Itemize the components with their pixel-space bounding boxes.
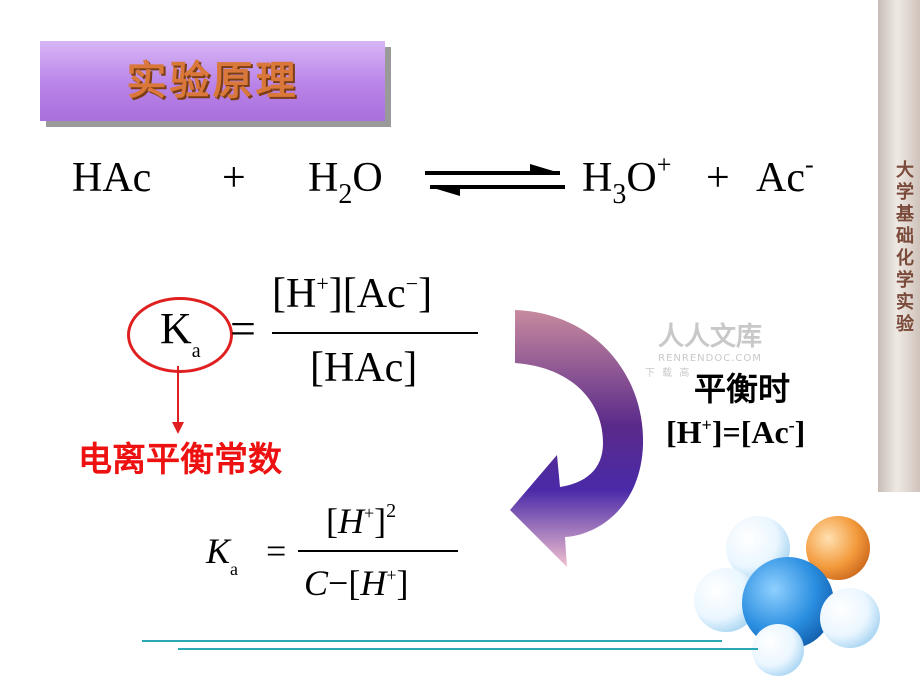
curved-arrow-icon <box>510 310 644 567</box>
plus-sign-2: + <box>706 155 730 201</box>
reactant-water: H2O <box>308 155 383 210</box>
product-acetate: Ac- <box>756 150 814 201</box>
ka2-equals: = <box>266 531 287 571</box>
ka-denominator: [HAc] <box>310 345 418 391</box>
molecule-model-icon <box>694 516 880 676</box>
ka-equals: = <box>230 303 256 354</box>
title-banner <box>40 41 385 121</box>
ka-fraction-bar <box>272 332 478 334</box>
reactant-hac: HAc <box>72 155 152 201</box>
slide-title: 实验原理 <box>126 58 299 104</box>
ka-numerator: [H+][Ac−] <box>272 271 433 317</box>
equilibrium-arrows-icon <box>425 164 565 196</box>
side-decoration-strip <box>878 0 920 492</box>
bottom-rule-2 <box>178 648 758 650</box>
equilibrium-condition: [H+]=[Ac-] <box>666 414 806 450</box>
ka2-numerator: [H+]2 <box>326 500 397 541</box>
side-label: 大学基础化学实验 <box>893 160 914 336</box>
ka-label: 电离平衡常数 <box>78 440 282 480</box>
ka2-denominator: C−[H+] <box>304 563 409 603</box>
ka-symbol: Ka <box>160 304 201 362</box>
ka2-fraction-bar <box>298 550 458 552</box>
down-arrow-icon <box>172 366 184 434</box>
ka-circle-highlight <box>127 297 233 373</box>
watermark: 人人文库 RENRENDOC.COM 下 载 高 <box>645 322 762 379</box>
equilibrium-heading: 平衡时 <box>694 370 791 408</box>
ka2-symbol: Ka <box>206 531 239 579</box>
bottom-rule-1 <box>142 640 722 642</box>
plus-sign: + <box>222 155 246 201</box>
product-hydronium: H3O+ <box>582 150 672 210</box>
